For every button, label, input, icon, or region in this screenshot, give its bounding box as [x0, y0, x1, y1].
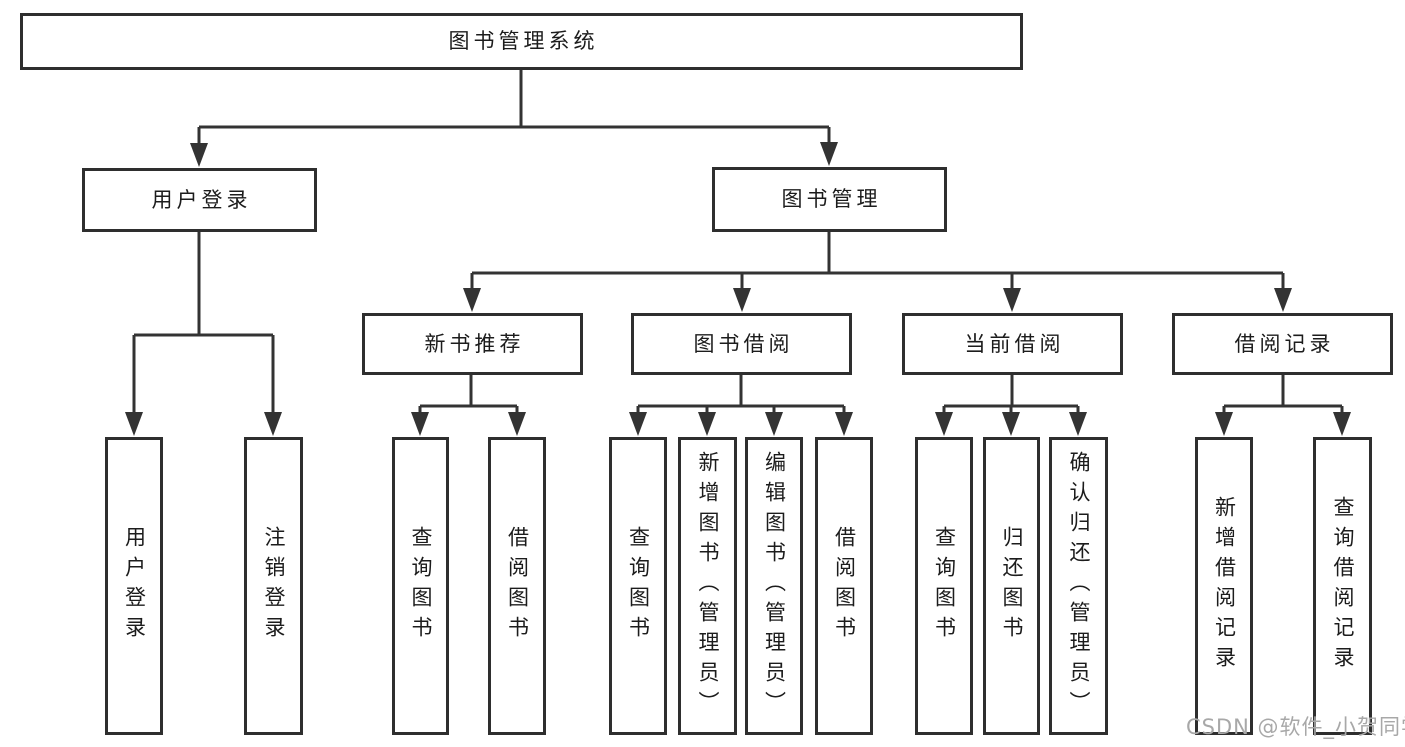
- node-label: 注销登录: [262, 526, 286, 646]
- leaf-user-login: 用户登录: [105, 437, 163, 735]
- arrow-head: [463, 288, 481, 312]
- node-label: 借阅图书: [832, 526, 857, 646]
- arrow-head: [190, 143, 208, 167]
- node-label: 归还图书: [1000, 526, 1024, 646]
- node-label: 借阅记录: [1234, 331, 1335, 356]
- arrow-head: [835, 412, 853, 436]
- leaf-confirm-return-admin: 确认归还（管理员）: [1049, 437, 1108, 735]
- node-label: 新书推荐: [424, 331, 525, 356]
- node-label: 当前借阅: [964, 331, 1065, 356]
- node-label: 用户登录: [122, 526, 147, 646]
- arrow-head: [733, 288, 751, 312]
- node-label: 查询图书: [626, 526, 651, 646]
- node-label: 用户登录: [151, 187, 252, 212]
- arrow-head: [1333, 412, 1351, 436]
- leaf-logout: 注销登录: [244, 437, 303, 735]
- node-book-borrow: 图书借阅: [631, 313, 852, 375]
- arrow-head: [765, 412, 783, 436]
- leaf-add-borrow-record: 新增借阅记录: [1195, 437, 1253, 735]
- node-current-borrow: 当前借阅: [902, 313, 1123, 375]
- node-borrow-records: 借阅记录: [1172, 313, 1393, 375]
- node-label: 图书借阅: [693, 331, 794, 356]
- arrow-head: [411, 412, 429, 436]
- arrow-head: [1215, 412, 1233, 436]
- leaf-return-books: 归还图书: [983, 437, 1040, 735]
- arrow-head: [698, 412, 716, 436]
- arrow-head: [1002, 412, 1020, 436]
- arrow-head: [820, 142, 838, 166]
- arrow-head: [1003, 288, 1021, 312]
- node-label: 查询图书: [932, 526, 957, 646]
- leaf-add-book-admin: 新增图书（管理员）: [678, 437, 737, 735]
- leaf-query-borrow-record: 查询借阅记录: [1313, 437, 1372, 735]
- node-label: 图书管理系统: [448, 29, 599, 53]
- arrow-head: [935, 412, 953, 436]
- leaf-query-books-recommend: 查询图书: [392, 437, 449, 735]
- leaf-query-books-current: 查询图书: [915, 437, 973, 735]
- arrow-head: [264, 412, 282, 436]
- leaf-borrow-books: 借阅图书: [815, 437, 873, 735]
- watermark: CSDN @软件_小贺同学: [1186, 715, 1405, 739]
- arrow-head: [125, 412, 143, 436]
- arrow-head: [1274, 288, 1292, 312]
- arrow-head: [1069, 412, 1087, 436]
- node-label: 编辑图书（管理员）: [762, 451, 787, 721]
- node-label: 查询图书: [409, 526, 433, 646]
- node-label: 新增图书（管理员）: [696, 451, 720, 721]
- node-label: 新增借阅记录: [1212, 496, 1237, 676]
- node-label: 查询借阅记录: [1331, 496, 1355, 676]
- node-book-management: 图书管理: [712, 167, 947, 232]
- node-new-book-recommend: 新书推荐: [362, 313, 583, 375]
- node-label: 图书管理: [781, 187, 882, 211]
- node-label: 确认归还（管理员）: [1067, 451, 1091, 721]
- arrow-head: [508, 412, 526, 436]
- node-user-login: 用户登录: [82, 168, 317, 232]
- leaf-query-books-borrow: 查询图书: [609, 437, 667, 735]
- node-label: 借阅图书: [505, 526, 530, 646]
- arrow-head: [629, 412, 647, 436]
- leaf-edit-book-admin: 编辑图书（管理员）: [745, 437, 803, 735]
- leaf-borrow-books-recommend: 借阅图书: [488, 437, 546, 735]
- node-library-management-system: 图书管理系统: [20, 13, 1023, 70]
